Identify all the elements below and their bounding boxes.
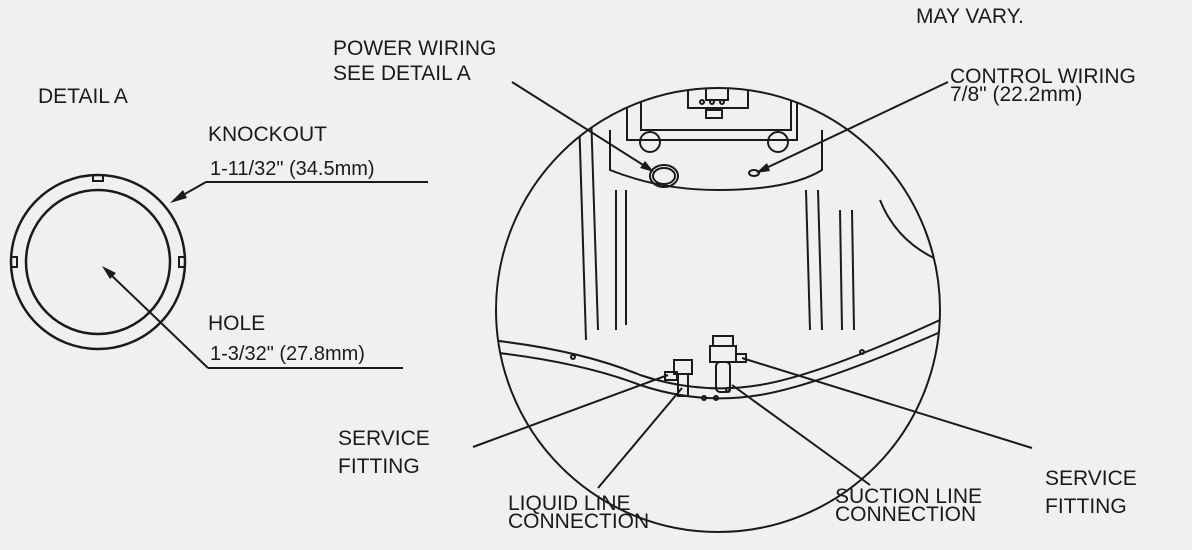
liquid-line-line1: LIQUID LINE xyxy=(508,492,631,515)
knockout-dimension: 1-11/32" (34.5mm) xyxy=(210,158,375,180)
service-fitting-right-line2: FITTING xyxy=(1045,495,1127,518)
suction-line-label: SUCTION LINE CONNECTION xyxy=(835,486,982,526)
suction-line-line2: CONNECTION xyxy=(835,503,977,526)
hole-leader xyxy=(102,266,403,369)
service-fitting-left-line2: FITTING xyxy=(338,455,420,478)
knockout-notch-left xyxy=(11,256,18,268)
power-wiring-label: POWER WIRING SEE DETAIL A xyxy=(333,38,496,85)
liquid-line-line2: CONNECTION xyxy=(508,510,650,533)
knockout-outer-ring xyxy=(9,173,187,351)
knockout-detail xyxy=(9,173,187,351)
power-wiring-line1: POWER WIRING xyxy=(333,37,497,60)
control-wiring-line1: CONTROL WIRING xyxy=(950,65,1136,88)
knockout-leader xyxy=(170,181,428,203)
callout-leaders xyxy=(472,81,1033,489)
knockout-notch-top xyxy=(92,175,104,182)
hole-dimension: 1-3/32" (27.8mm) xyxy=(210,343,365,365)
power-wiring-line2: SEE DETAIL A xyxy=(333,62,471,85)
knockout-notch-right xyxy=(178,256,185,268)
detail-a-title: DETAIL A xyxy=(38,85,128,108)
service-fitting-left-line1: SERVICE xyxy=(338,427,430,450)
suction-line-line1: SUCTION LINE xyxy=(835,485,983,508)
hole-inner-ring xyxy=(24,188,172,336)
service-fitting-right-line1: SERVICE xyxy=(1045,467,1137,490)
control-wiring-line2: 7/8" (22.2mm) xyxy=(950,83,1083,106)
magnifier-circle xyxy=(495,87,941,533)
knockout-title: KNOCKOUT xyxy=(208,123,328,146)
unit-magnified-view xyxy=(495,87,941,533)
liquid-line-label: LIQUID LINE CONNECTION xyxy=(508,493,649,533)
service-fitting-left-label: SERVICE FITTING xyxy=(338,428,430,478)
control-wiring-label: CONTROL WIRING 7/8" (22.2mm) xyxy=(950,66,1136,106)
may-vary-note: MAY VARY. xyxy=(916,5,1024,28)
hole-title: HOLE xyxy=(208,312,266,335)
service-fitting-right-label: SERVICE FITTING xyxy=(1045,468,1137,518)
